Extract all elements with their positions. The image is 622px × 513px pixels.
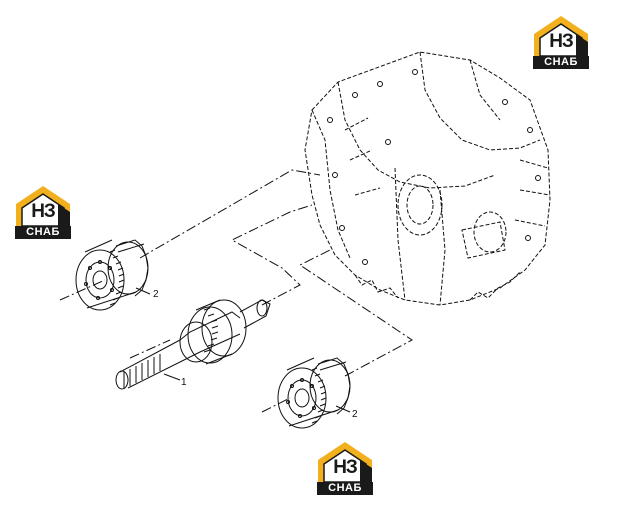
logo-house-icon — [318, 442, 372, 484]
nz-snab-logo-left: НЗ СНАБ — [12, 182, 74, 242]
logo-house-icon — [16, 186, 70, 228]
callout-gear-upper: 2 — [153, 289, 159, 300]
gear-shaft — [115, 299, 271, 390]
logo-house-icon — [534, 16, 588, 58]
callout-gear-lower: 2 — [352, 409, 358, 420]
logo-mark: НЗ — [333, 457, 358, 478]
housing-bolt-holes — [327, 69, 541, 265]
logo-wordmark: СНАБ — [533, 56, 589, 69]
logo-mark: НЗ — [31, 201, 56, 222]
transmission-housing — [304, 51, 551, 306]
nz-snab-logo-bottom: НЗ СНАБ — [314, 438, 376, 498]
callout-leaders — [135, 287, 351, 413]
logo-wordmark: СНАБ — [15, 226, 71, 239]
assembly-guide-lines — [59, 169, 413, 413]
gear-upper — [75, 239, 149, 311]
logo-wordmark: СНАБ — [317, 482, 373, 495]
nz-snab-logo-top-right: НЗ СНАБ — [530, 12, 592, 72]
gear-lower — [277, 357, 351, 429]
logo-mark: НЗ — [549, 31, 574, 52]
callout-shaft: 1 — [181, 377, 187, 388]
